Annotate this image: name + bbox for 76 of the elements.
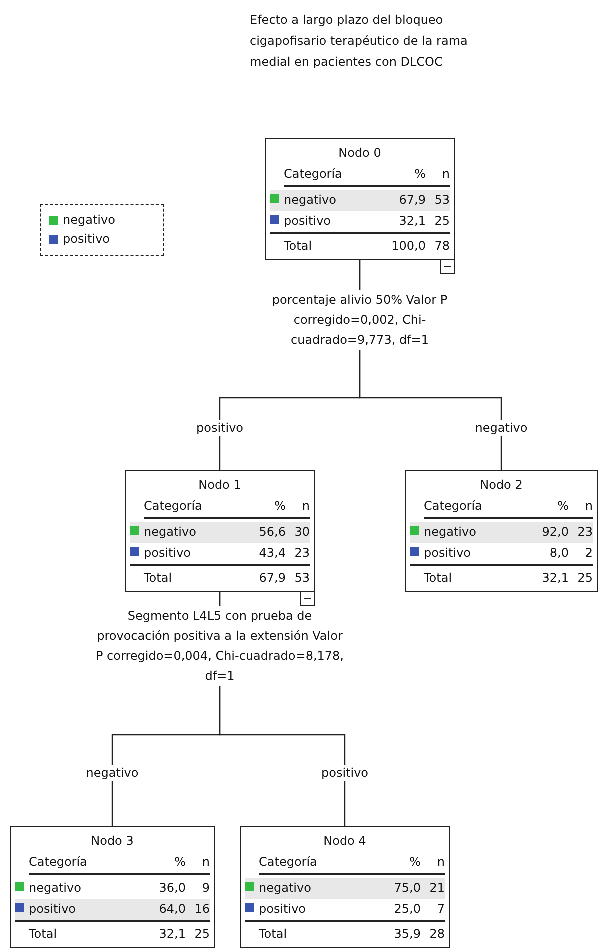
- count-value: 23: [294, 545, 310, 562]
- column-header: Categoría: [259, 854, 318, 871]
- category-label: positivo: [424, 545, 472, 562]
- total-label: Total: [424, 570, 454, 587]
- percent-value: 92,0: [541, 524, 569, 541]
- percent-value: 43,4: [258, 545, 286, 562]
- category-label: negativo: [424, 524, 478, 541]
- total-label: Total: [144, 570, 174, 587]
- edge-label: negativo: [84, 765, 141, 782]
- column-header: n: [301, 498, 310, 515]
- split-description: Segmento L4L5 con prueba de provocación positiva a la extensión Valor P corregido=0,004, Chi-cuadrado=8,178, df=1: [95, 606, 345, 686]
- category-label: positivo: [259, 901, 308, 918]
- count-value: 25: [194, 926, 210, 943]
- count-value: 23: [576, 524, 593, 541]
- percent-value: 32,1: [398, 213, 426, 230]
- node-title: Nodo 2: [479, 477, 524, 494]
- column-header: Categoría: [144, 498, 204, 515]
- column-header: %: [408, 854, 421, 871]
- column-header: %: [274, 498, 286, 515]
- total-label: Total: [259, 926, 288, 943]
- column-header: Categoría: [29, 854, 88, 871]
- count-value: 2: [584, 545, 593, 562]
- total-label: Total: [29, 926, 58, 943]
- count-value: 16: [194, 901, 210, 918]
- category-label: positivo: [144, 545, 192, 562]
- count-value: 21: [428, 880, 445, 897]
- column-header: %: [174, 854, 186, 871]
- count-value: 53: [434, 192, 450, 209]
- legend-label: negativo: [63, 212, 116, 229]
- column-header: n: [201, 854, 210, 871]
- total-label: Total: [284, 238, 314, 255]
- node-title: Nodo 0: [338, 145, 382, 162]
- count-value: 7: [436, 901, 445, 918]
- percent-value: 36,0: [158, 880, 186, 897]
- count-value: 30: [294, 524, 310, 541]
- percent-value: 56,6: [258, 524, 286, 541]
- column-header: Categoría: [284, 166, 344, 183]
- column-header: n: [441, 166, 450, 183]
- legend-label: positivo: [63, 231, 110, 248]
- category-label: positivo: [29, 901, 78, 918]
- count-value: 25: [434, 213, 450, 230]
- percent-value: 35,9: [393, 926, 421, 943]
- column-header: Categoría: [424, 498, 484, 515]
- column-header: %: [414, 166, 426, 183]
- percent-value: 32,1: [541, 570, 569, 587]
- percent-value: 67,9: [398, 192, 426, 209]
- node-table-box: [125, 470, 315, 592]
- diagram-title: Efecto a largo plazo del bloqueo cigapofisario terapéutico de la rama medial en pacientes con DLCOC: [250, 12, 469, 71]
- category-label: positivo: [284, 213, 332, 230]
- percent-value: 8,0: [548, 545, 569, 562]
- percent-value: 64,0: [158, 901, 186, 918]
- category-label: negativo: [259, 880, 312, 897]
- column-header: %: [556, 498, 569, 515]
- node-table-box: [265, 138, 455, 260]
- node-title: Nodo 1: [198, 477, 242, 494]
- node-table-box: [10, 826, 215, 948]
- count-value: 28: [428, 926, 445, 943]
- node-title: Nodo 3: [90, 833, 135, 850]
- percent-value: 32,1: [158, 926, 186, 943]
- category-label: negativo: [29, 880, 82, 897]
- count-value: 53: [294, 570, 310, 587]
- percent-value: 25,0: [393, 901, 421, 918]
- category-label: negativo: [284, 192, 338, 209]
- percent-value: 75,0: [393, 880, 421, 897]
- count-value: 9: [201, 880, 210, 897]
- percent-value: 100,0: [390, 238, 426, 255]
- column-header: n: [584, 498, 593, 515]
- node-title: Nodo 4: [322, 833, 368, 850]
- node-table-box: [240, 826, 450, 948]
- edge-label: negativo: [473, 420, 530, 436]
- count-value: 25: [576, 570, 593, 587]
- category-label: negativo: [144, 524, 198, 541]
- count-value: 78: [434, 238, 450, 255]
- node-table-box: [405, 470, 598, 592]
- percent-value: 67,9: [258, 570, 286, 587]
- column-header: n: [436, 854, 445, 871]
